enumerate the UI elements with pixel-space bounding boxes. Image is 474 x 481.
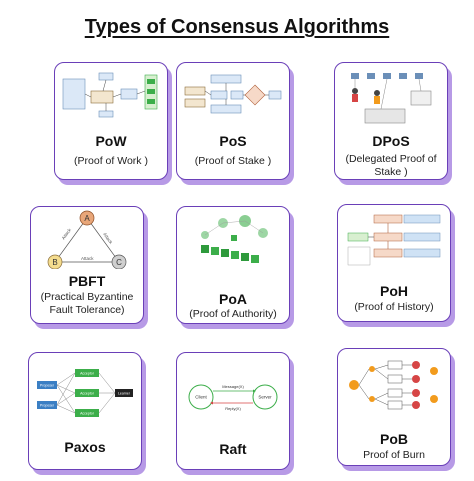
raft-diagram: Client Server Message(X) Reply(X) — [188, 384, 278, 411]
paxos-diagram: Proposer Proposer Acceptor Acceptor Acce… — [37, 369, 133, 417]
paxos-acceptor-label: Acceptor — [80, 372, 95, 376]
raft-request-label: Message(X) — [222, 384, 244, 389]
card-subtitle: Proof of Burn — [363, 449, 425, 461]
raft-server-label: Server — [258, 395, 272, 400]
card-title: DPoS — [372, 133, 410, 149]
card-pos: PoS (Proof of Stake ) — [176, 62, 290, 180]
card-raft: Client Server Message(X) Reply(X) Raft — [176, 352, 290, 470]
pbft-edge-label: Attack — [61, 227, 73, 241]
raft-reply-label: Reply(X) — [225, 406, 241, 411]
card-subtitle: (Proof of Work ) — [74, 155, 148, 167]
poh-diagram — [347, 214, 441, 266]
card-subtitle: (Practical Byzantine Fault Tolerance) — [40, 291, 134, 316]
raft-client-label: Client — [195, 395, 207, 400]
paxos-proposer-label: Proposer — [40, 384, 55, 388]
pbft-edge-label: Attack — [102, 232, 114, 246]
card-subtitle: (Delegated Proof of Stake ) — [345, 153, 437, 178]
card-title: Raft — [219, 441, 247, 457]
card-poh: PoH (Proof of History) — [337, 204, 451, 322]
pos-diagram — [184, 74, 282, 114]
page-title: Types of Consensus Algorithms — [84, 16, 390, 38]
paxos-proposer-label: Proposer — [40, 404, 55, 408]
paxos-learner-label: Learner — [118, 392, 131, 396]
card-paxos: Proposer Proposer Acceptor Acceptor Acce… — [28, 352, 142, 470]
pbft-edge-label: Attack — [81, 256, 94, 261]
card-subtitle: (Proof of Stake ) — [194, 155, 272, 167]
card-dpos: DPoS (Delegated Proof of Stake ) — [334, 62, 448, 180]
pbft-diagram: Attack Attack Attack A B C — [47, 210, 127, 269]
card-title: PoB — [380, 431, 408, 447]
pbft-node-b: B — [52, 258, 57, 267]
card-pow: PoW (Proof of Work ) — [54, 62, 168, 180]
card-title: PoA — [219, 291, 247, 307]
card-poa: PoA (Proof of Authority) — [176, 206, 290, 324]
paxos-acceptor-label: Acceptor — [80, 392, 95, 396]
card-title: Paxos — [64, 439, 106, 455]
card-title: PoW — [95, 133, 127, 149]
dpos-diagram — [351, 73, 432, 124]
pob-diagram — [349, 360, 438, 410]
card-title: PBFT — [68, 273, 106, 289]
paxos-acceptor-label: Acceptor — [80, 412, 95, 416]
card-pob: PoB Proof of Burn — [337, 348, 451, 466]
pow-diagram — [62, 72, 158, 118]
card-subtitle: (Proof of Authority) — [189, 308, 277, 320]
pbft-node-a: A — [84, 214, 90, 223]
card-title: PoS — [219, 133, 247, 149]
card-pbft: Attack Attack Attack A B C PBFT (Practic… — [30, 206, 144, 324]
card-title: PoH — [380, 283, 408, 299]
pbft-node-c: C — [116, 258, 122, 267]
card-subtitle: (Proof of History) — [354, 301, 434, 313]
poa-diagram — [201, 215, 268, 263]
